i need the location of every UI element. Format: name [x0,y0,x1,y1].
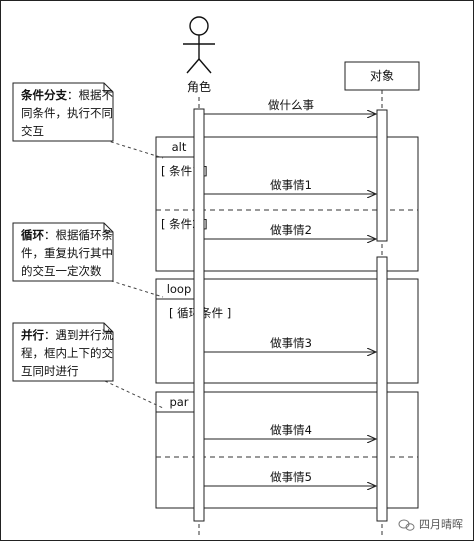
message-label-3: 做事情3 [270,336,312,350]
par-note-text-3: 互同时进行 [21,364,79,378]
message-label-0: 做什么事 [268,98,314,112]
loop-note-text-1: 循环：根据循环条 [20,228,113,242]
message-label-1: 做事情1 [270,178,312,192]
alt-tag: alt [172,140,187,154]
object-label: 对象 [370,69,394,83]
actor-label: 角色 [187,80,211,94]
alt-note [12,82,114,142]
object-activation-bar-1 [376,109,388,242]
loop-fragment [155,278,419,384]
message-label-4: 做事情4 [270,423,312,437]
alt-note-text-1: 条件分支：根据不 [20,88,113,102]
loop-note-text-3: 的交互一定次数 [21,264,102,278]
message-label-2: 做事情2 [270,223,312,237]
par-note [12,322,114,382]
par-tag: par [169,395,188,409]
par-note-text-2: 程，框内上下的交 [21,346,113,360]
loop-tag: loop [167,282,192,296]
loop-note-text-2: 件，重复执行其中 [21,246,113,260]
actor-figure [183,16,215,74]
par-note-connector [104,380,164,409]
alt-note-connector [104,139,164,159]
wechat-icon [398,519,415,531]
alt-note-text-3: 交互 [21,124,44,138]
actor-activation-bar [193,108,205,522]
loop-note-connector [104,278,164,298]
par-note-text-1: 并行：遇到并行流 [21,328,113,342]
object-box [344,61,420,91]
message-label-5: 做事情5 [270,470,312,484]
loop-note [12,222,114,282]
object-activation-bar-2 [376,256,388,522]
watermark-text: 四月晴晖 [419,518,463,531]
alt-note-text-2: 同条件，执行不同 [21,106,113,120]
